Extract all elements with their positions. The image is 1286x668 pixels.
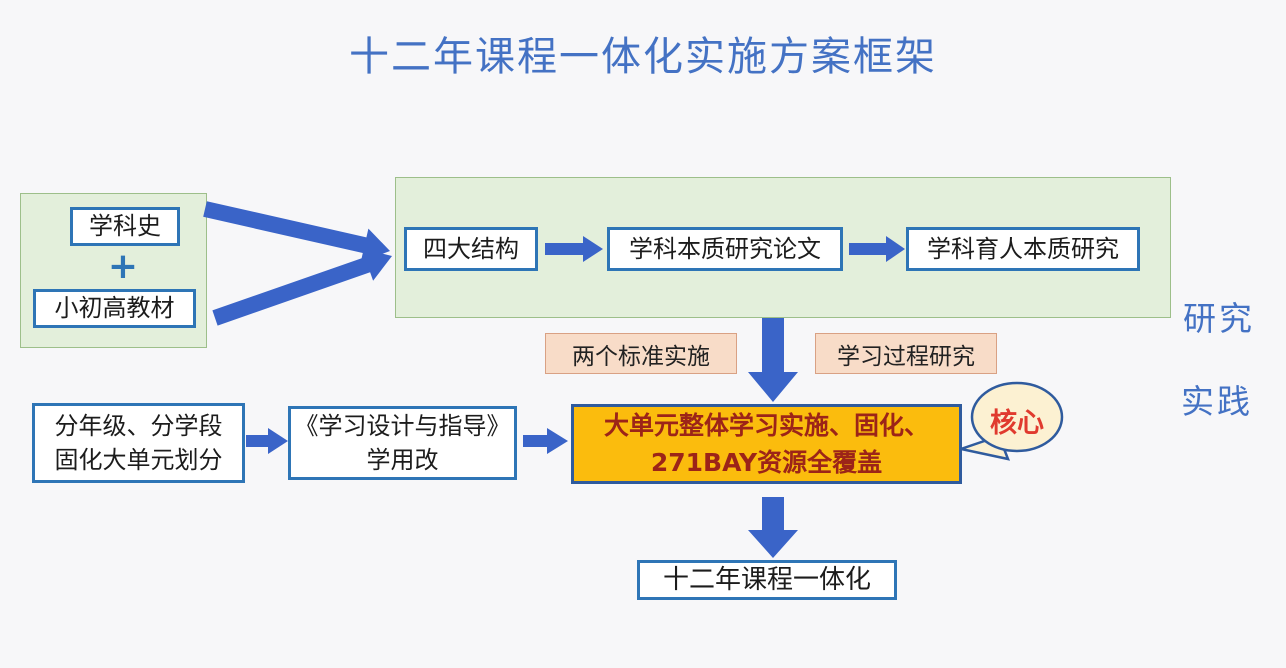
arrow-textbooks-to-research-icon bbox=[212, 248, 392, 326]
two-standards-tag: 两个标准实施 bbox=[545, 333, 737, 374]
core-line2: 271BAY资源全覆盖 bbox=[650, 448, 883, 477]
callout-core-label: 核心 bbox=[990, 408, 1044, 439]
grading-box: 分年级、分学段 固化大单元划分 bbox=[32, 403, 245, 483]
core-implementation-box: 大单元整体学习实施、固化、 271BAY资源全覆盖 bbox=[571, 404, 962, 484]
callout-bubble-icon bbox=[970, 381, 1064, 453]
side-label-research: 研究 bbox=[1183, 299, 1255, 338]
textbooks-box: 小初高教材 bbox=[33, 289, 196, 328]
arrow-research-down-icon bbox=[748, 318, 798, 402]
plus-sign: + bbox=[107, 246, 139, 287]
arrow-structures-to-papers-icon bbox=[545, 236, 603, 262]
educating-essence-label: 学科育人本质研究 bbox=[927, 234, 1119, 263]
essence-papers-box: 学科本质研究论文 bbox=[607, 227, 843, 271]
guide-box: 《学习设计与指导》 学用改 bbox=[288, 406, 517, 480]
learning-process-label: 学习过程研究 bbox=[837, 343, 975, 370]
arrow-grading-to-guide-icon bbox=[246, 428, 288, 454]
result-box: 十二年课程一体化 bbox=[637, 560, 897, 600]
arrow-papers-to-educating-icon bbox=[849, 236, 905, 262]
textbooks-label: 小初高教材 bbox=[54, 294, 175, 323]
core-line1: 大单元整体学习实施、固化、 bbox=[603, 410, 929, 440]
arrow-guide-to-core-icon bbox=[523, 428, 568, 454]
grading-line1: 分年级、分学段 bbox=[54, 411, 223, 440]
educating-essence-box: 学科育人本质研究 bbox=[906, 227, 1140, 271]
subject-history-box: 学科史 bbox=[70, 207, 180, 246]
four-structures-label: 四大结构 bbox=[423, 234, 519, 263]
two-standards-label: 两个标准实施 bbox=[572, 343, 710, 370]
essence-papers-label: 学科本质研究论文 bbox=[629, 234, 821, 263]
page-title: 十二年课程一体化实施方案框架 bbox=[349, 34, 937, 80]
subject-history-label: 学科史 bbox=[89, 212, 161, 241]
grading-line2: 固化大单元划分 bbox=[54, 446, 223, 474]
side-label-practice: 实践 bbox=[1181, 382, 1253, 421]
four-structures-box: 四大结构 bbox=[404, 227, 538, 271]
guide-line1: 《学习设计与指导》 bbox=[294, 411, 511, 440]
guide-line2: 学用改 bbox=[366, 446, 439, 474]
arrow-history-to-research-icon bbox=[203, 201, 390, 262]
result-label: 十二年课程一体化 bbox=[662, 564, 871, 595]
arrow-core-down-icon bbox=[748, 497, 798, 558]
learning-process-tag: 学习过程研究 bbox=[815, 333, 997, 374]
